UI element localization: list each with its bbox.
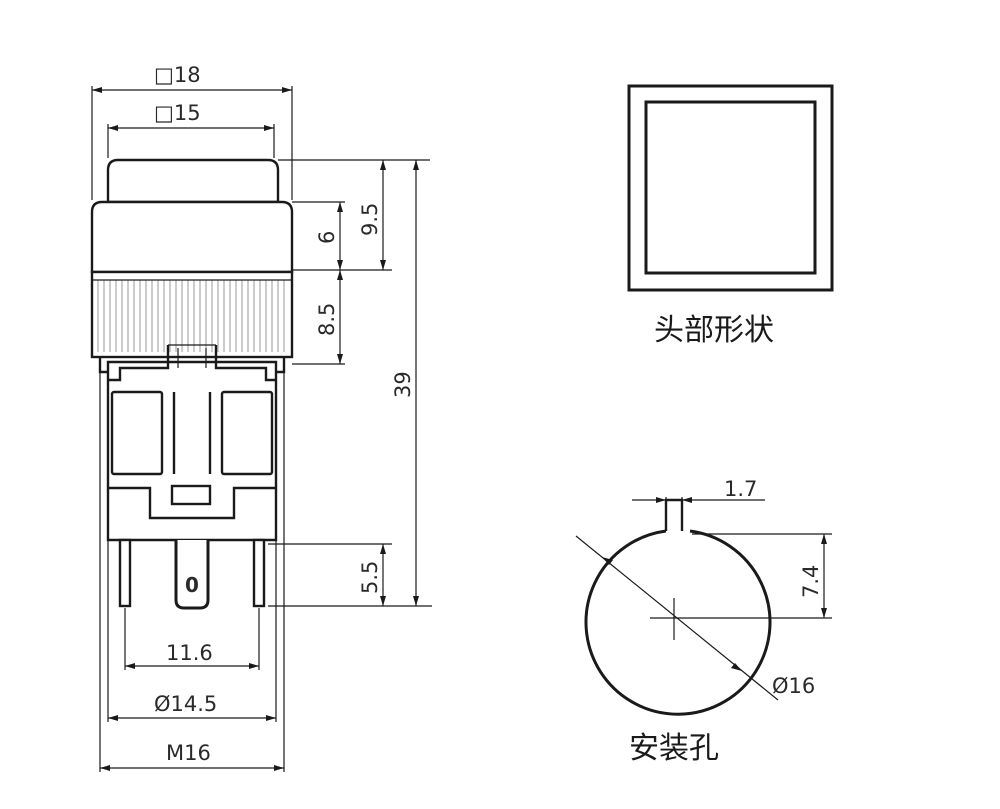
center-slot: [170, 484, 212, 506]
dim-8-5: 8.5: [315, 303, 339, 336]
terminal-mark: 0: [185, 573, 199, 597]
right-window: [220, 390, 274, 476]
dim-key-width: 1.7: [724, 477, 757, 501]
dim-5-5: 5.5: [358, 561, 382, 594]
rib-lines: [97, 280, 285, 352]
dim-39: 39: [391, 371, 415, 398]
right-terminal: [252, 538, 266, 608]
front-view: 0 □18 □15 9.5 6: [90, 63, 432, 772]
center-tab: [108, 345, 170, 382]
head-shape-view: 头部形状: [627, 84, 834, 348]
mounting-hole-outline: [584, 529, 772, 716]
lens-cap: [106, 158, 280, 204]
key-notch: [664, 498, 684, 531]
head-outer-square: [627, 84, 834, 292]
mounting-hole-caption: 安装孔: [629, 731, 719, 766]
dim-key-depth: 7.4: [799, 565, 823, 598]
ribbed-collar: [90, 270, 294, 359]
center-terminal: [174, 540, 210, 610]
dim-9-5: 9.5: [358, 203, 382, 236]
dim-square-15: □15: [154, 101, 201, 125]
head-shape-caption: 头部形状: [654, 313, 774, 348]
dim-6: 6: [315, 231, 339, 244]
left-window: [110, 390, 164, 476]
head-inner-square: [644, 100, 817, 275]
lower-housing: [106, 360, 278, 542]
mounting-hole-view: 1.7 7.4 Ø16 安装孔: [575, 477, 832, 766]
left-terminal: [118, 538, 132, 608]
dim-square-18: □18: [154, 63, 201, 87]
dim-hole-diameter: Ø16: [772, 674, 815, 698]
dim-dia-14-5: Ø14.5: [154, 692, 217, 716]
upper-body: [90, 200, 294, 274]
dim-m16: M16: [166, 741, 211, 765]
dim-11-6: 11.6: [166, 641, 213, 665]
